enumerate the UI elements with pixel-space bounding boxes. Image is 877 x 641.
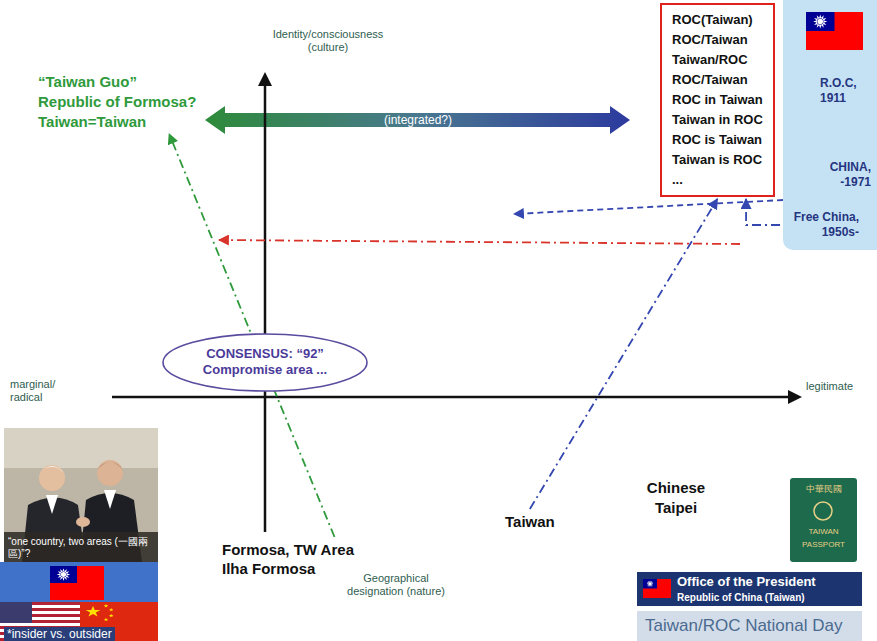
person-hair [97,462,123,470]
flags-ground [0,562,158,641]
list-item: ROC(Taiwan) [672,10,763,30]
list-item: ROC/Taiwan [672,30,763,50]
term-text: Formosa, TW Area Ilha Formosa [222,540,372,578]
passport-cover [790,478,857,562]
list-item: ... [672,170,763,190]
handshake [76,517,90,527]
passport-text-slot: TAIWAN [790,527,857,537]
person-head [97,460,123,486]
panel-text: Free China, 1950s- [784,210,859,240]
national-day-banner [637,611,862,641]
roc-flag [50,566,104,600]
photo-caption: “one country, two areas (一國兩區)”? [8,536,156,560]
passport-text-slot: PASSPORT [790,540,857,550]
banner-title-slot: Office of the President [677,574,816,590]
ellipse-shape [163,334,367,391]
term-text: “Taiwan Guo” Republic of Formosa? Taiwan… [38,72,202,132]
office-banner [637,572,862,606]
term-label: Chinese Taipei [635,478,717,518]
term-label: Formosa, TW Area Ilha Formosa [222,540,372,578]
person-shirt [104,490,116,509]
axis-label: Identity/consciousness (culture) [258,28,398,54]
photo-ground [4,428,158,562]
axis-arrow-head [258,72,272,86]
person-shirt [46,495,58,514]
green-term: “Taiwan Guo” Republic of Formosa? Taiwan… [38,72,202,132]
axis-label: legitimate [806,380,853,393]
photo-caption: *insider vs. outsider [4,627,115,641]
list-item: ROC in Taiwan [672,90,763,110]
dashed-connector [530,199,718,509]
consensus-ellipse: CONSENSUS: “92” Compromise area ... [162,333,368,392]
dashed-arrow [514,200,783,214]
dash-dot-arrow [219,240,740,244]
dashed-connector [746,199,780,225]
passport-text: 中華民國 [790,484,857,495]
banner-subtitle-slot: Republic of China (Taiwan) [677,591,805,604]
photo-caption-slot: “one country, two areas (一國兩區)”? [8,536,156,560]
roc-panel: R.O.C, 1911CHINA, -1971Free China, 1950s… [783,0,877,250]
list-item: ROC is Taiwan [672,130,763,150]
axis-label: marginal/ radical [10,378,72,404]
name-list-box: ROC(Taiwan)ROC/TaiwanTaiwan/ROCROC/Taiwa… [660,3,775,197]
photo-wall [4,428,158,468]
passport-text: PASSPORT [790,540,857,550]
roc-flag [806,12,863,50]
axis-label-slot: Identity/consciousness (culture) [258,28,398,54]
term-label: Taiwan [505,512,555,531]
passport-text: TAIWAN [790,527,857,537]
axis-label-slot: legitimate [806,380,853,393]
panel-text: CHINA, -1971 [816,160,871,190]
list-item: Taiwan in ROC [672,110,763,130]
integration-double-arrow [205,106,630,134]
caption-shade [4,532,158,562]
horizontal-axis [112,396,790,399]
banner-title: Office of the President [677,574,816,590]
list-item: Taiwan is ROC [672,150,763,170]
banner-title-slot: Taiwan/ROC National Day [645,615,842,636]
list-item: Taiwan/ROC [672,50,763,70]
banner-title: Taiwan/ROC National Day [645,615,842,636]
vertical-axis [264,84,267,532]
roc-flag [643,579,671,598]
arrow-label: (integrated?) [368,112,468,128]
person-head [39,465,65,491]
axis-label-slot: Geographical designation (nature) [340,572,452,598]
arrow-label-slot: (integrated?) [368,112,468,128]
term-label-slot: Chinese Taipei [635,478,717,518]
term-text: Taiwan [505,512,555,531]
person-hair [39,466,65,474]
passport-text-slot: 中華民國 [790,484,857,495]
axis-label-slot: marginal/ radical [10,378,72,404]
passport-emblem [814,502,832,520]
roc-panel-ground [783,0,877,250]
ellipse-text: CONSENSUS: “92” Compromise area ... [200,346,330,378]
banner-subtitle: Republic of China (Taiwan) [677,591,805,604]
axis-label: Geographical designation (nature) [340,572,452,598]
list-item: ROC/Taiwan [672,70,763,90]
axis-arrow-head [788,390,802,404]
photo-caption-slot: *insider vs. outsider [4,624,115,641]
panel-text: R.O.C, 1911 [820,76,870,106]
